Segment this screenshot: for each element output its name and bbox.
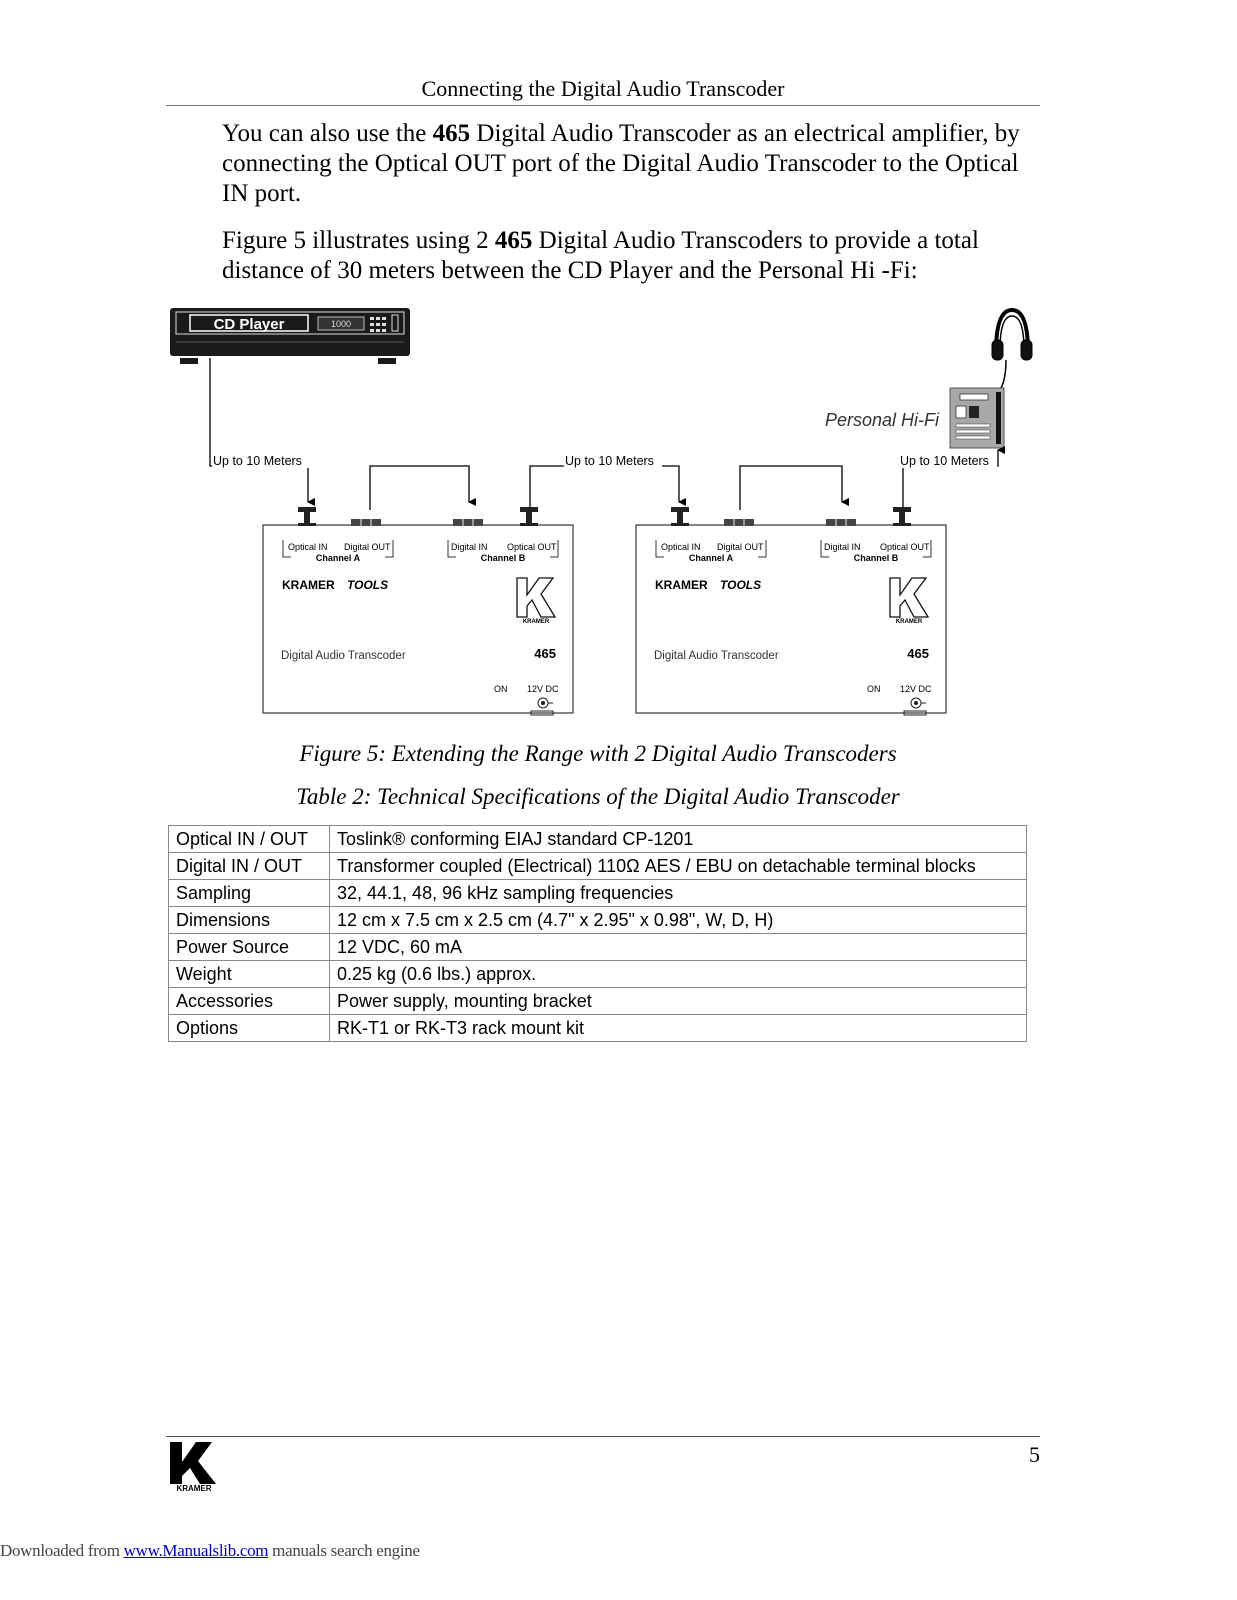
paragraph-figure-intro: Figure 5 illustrates using 2 465 Digital… <box>222 226 1037 286</box>
download-suffix: manuals search engine <box>268 1541 420 1560</box>
text-span: Digital Audio Transcoder as an electrica… <box>222 120 1020 207</box>
personal-hifi-icon <box>949 387 1005 449</box>
transcoder-unit-2: Optical IN Digital OUT Channel A Digital… <box>635 507 947 716</box>
spec-value: 0.25 kg (0.6 lbs.) approx. <box>329 960 1027 988</box>
transcoder-unit-1: Optical IN Digital OUT Channel A Digital… <box>262 507 574 716</box>
spec-key: Weight <box>168 960 330 988</box>
cd-player-label: CD Player <box>214 316 285 333</box>
logo-text: KRAMER <box>523 619 550 625</box>
power-jack-icon <box>530 697 554 716</box>
page-number: 5 <box>1029 1442 1040 1467</box>
logo-text: KRAMER <box>896 619 923 625</box>
power-jack-icon <box>903 697 927 716</box>
brand-sub-label: TOOLS <box>720 578 761 592</box>
port-label: Digital IN <box>824 542 861 552</box>
spec-key: Sampling <box>168 879 330 907</box>
spec-key: Optical IN / OUT <box>168 825 330 853</box>
port-label: Optical OUT <box>880 542 930 552</box>
cd-player-icon: CD Player 1000 <box>170 308 410 364</box>
power-on-label: ON <box>494 684 508 694</box>
spec-value: 12 VDC, 60 mA <box>329 933 1027 961</box>
text-span: You can also use the <box>222 120 433 147</box>
cable-lines <box>209 358 1005 510</box>
spec-value: 12 cm x 7.5 cm x 2.5 cm (4.7" x 2.95" x … <box>329 906 1027 934</box>
figure-diagram: CD Player 1000 <box>170 307 1033 716</box>
cd-display-text: 1000 <box>331 319 351 329</box>
distance-label: Up to 10 Meters <box>565 454 654 468</box>
product-label: Digital Audio Transcoder <box>281 650 406 662</box>
power-dc-label: 12V DC <box>527 684 559 694</box>
kramer-logo-icon: KRAMER <box>516 577 557 625</box>
spec-value: Power supply, mounting bracket <box>329 987 1027 1015</box>
header-rule <box>166 105 1040 106</box>
kramer-logo-icon: KRAMER <box>889 577 930 625</box>
port-label: Optical IN <box>288 542 328 552</box>
figure-extending-range: CD Player 1000 <box>160 300 1040 730</box>
figure-caption: Figure 5: Extending the Range with 2 Dig… <box>299 741 897 766</box>
channel-label: Channel B <box>854 553 899 563</box>
distance-label: Up to 10 Meters <box>213 454 302 468</box>
power-dc-label: 12V DC <box>900 684 932 694</box>
model-label: 465 <box>534 646 556 661</box>
port-label: Digital OUT <box>344 542 391 552</box>
product-label: Digital Audio Transcoder <box>654 650 779 662</box>
channel-label: Channel A <box>689 553 734 563</box>
manualslib-link[interactable]: www.Manualslib.com <box>123 1541 269 1560</box>
spec-value: Transformer coupled (Electrical) 110Ω AE… <box>329 852 1027 880</box>
port-label: Optical OUT <box>507 542 557 552</box>
text-span: Digital Audio Transcoders to provide a t… <box>222 227 979 284</box>
spec-key: Accessories <box>168 987 330 1015</box>
port-label: Digital OUT <box>717 542 764 552</box>
channel-label: Channel B <box>481 553 526 563</box>
spec-value: RK-T1 or RK-T3 rack mount kit <box>329 1014 1027 1042</box>
channel-label: Channel A <box>316 553 361 563</box>
paragraph-amplifier: You can also use the 465 Digital Audio T… <box>222 119 1037 209</box>
text-span: Figure 5 illustrates using 2 <box>222 227 495 254</box>
running-header: Connecting the Digital Audio Transcoder <box>421 76 785 101</box>
download-prefix: Downloaded from <box>0 1541 124 1560</box>
port-label: Digital IN <box>451 542 488 552</box>
spec-key: Digital IN / OUT <box>168 852 330 880</box>
headphones-icon <box>991 307 1033 391</box>
personal-hifi-label: Personal Hi-Fi <box>825 410 940 430</box>
kramer-footer-logo-icon: KRAMER <box>170 1442 216 1492</box>
port-label: Optical IN <box>661 542 701 552</box>
spec-key: Power Source <box>168 933 330 961</box>
model-number-bold: 465 <box>432 120 471 147</box>
model-label: 465 <box>907 646 929 661</box>
spec-key: Dimensions <box>168 906 330 934</box>
model-number-bold: 465 <box>494 227 533 254</box>
power-on-label: ON <box>867 684 881 694</box>
brand-label: KRAMER <box>282 578 335 592</box>
table-caption: Table 2: Technical Specifications of the… <box>296 784 900 809</box>
spec-key: Options <box>168 1014 330 1042</box>
spec-value: 32, 44.1, 48, 96 kHz sampling frequencie… <box>329 879 1027 907</box>
footer-logo-text: KRAMER <box>176 1484 211 1492</box>
download-notice: Downloaded from www.Manualslib.com manua… <box>0 1541 420 1561</box>
footer-rule <box>166 1436 1040 1437</box>
brand-label: KRAMER <box>655 578 708 592</box>
distance-label: Up to 10 Meters <box>900 454 989 468</box>
spec-value: Toslink® conforming EIAJ standard CP-120… <box>329 825 1027 853</box>
brand-sub-label: TOOLS <box>347 578 388 592</box>
